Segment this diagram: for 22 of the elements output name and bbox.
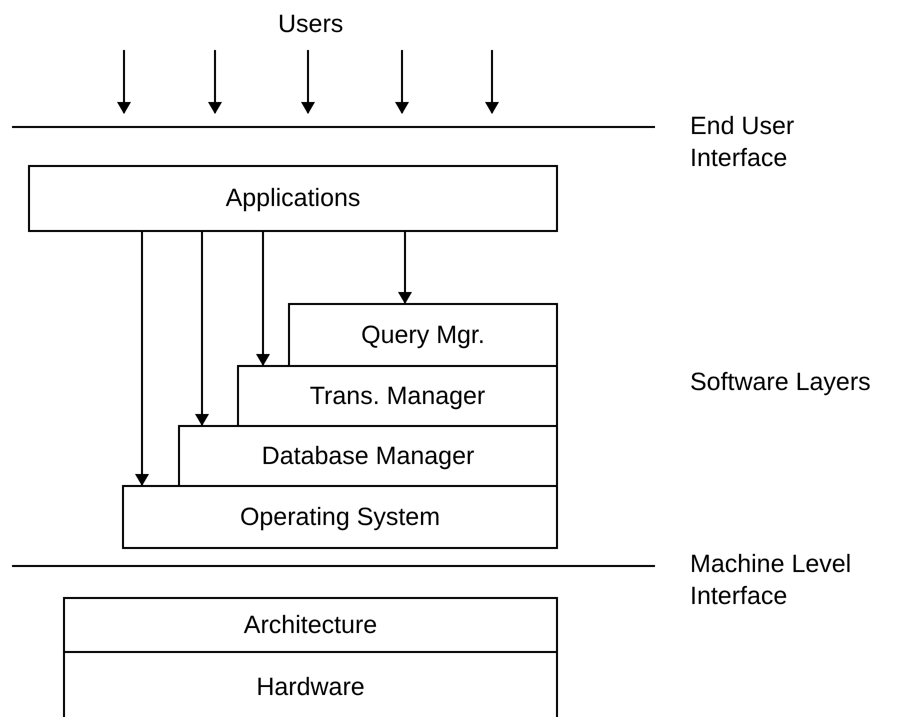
layer-name: Database Manager (262, 442, 474, 470)
layer-box (237, 365, 558, 427)
layer-box (178, 425, 558, 487)
layer-name: Trans. Manager (310, 382, 486, 410)
layer-box (122, 485, 558, 549)
heading-label: Users (278, 9, 344, 40)
layer-box (28, 165, 558, 232)
arrow (135, 232, 149, 486)
layer-name: Operating System (240, 502, 440, 532)
layer-name: Architecture (244, 610, 378, 640)
level-label: Software Layers (690, 367, 871, 398)
layer-name: Query Mgr. (361, 320, 485, 350)
arrow (398, 232, 412, 304)
level-label: Machine Level Interface (690, 549, 852, 612)
layer-name: Hardware (256, 672, 365, 702)
layer-box (288, 303, 558, 367)
level-label: End User Interface (690, 111, 796, 174)
layer-name: Applications (226, 184, 360, 213)
arrow (256, 232, 270, 366)
arrow (195, 232, 209, 426)
layer-box (63, 597, 558, 653)
layer-box (63, 651, 558, 717)
